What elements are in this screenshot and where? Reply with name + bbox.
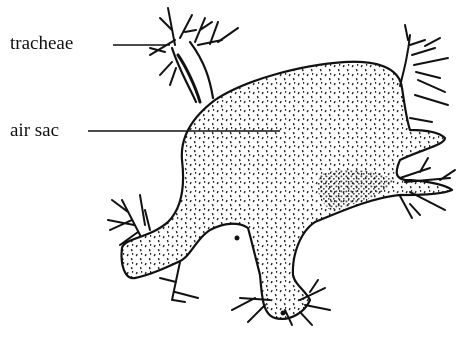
trachea-tube-upper xyxy=(172,42,213,102)
small-dot-mark xyxy=(235,236,240,241)
tracheae-label: tracheae xyxy=(10,34,73,53)
tracheae-branches-right-upper xyxy=(400,25,448,122)
trachea-tube-upper-fill xyxy=(178,55,200,102)
air-sac-label: air sac xyxy=(10,121,59,140)
small-dot-mark xyxy=(281,311,286,316)
